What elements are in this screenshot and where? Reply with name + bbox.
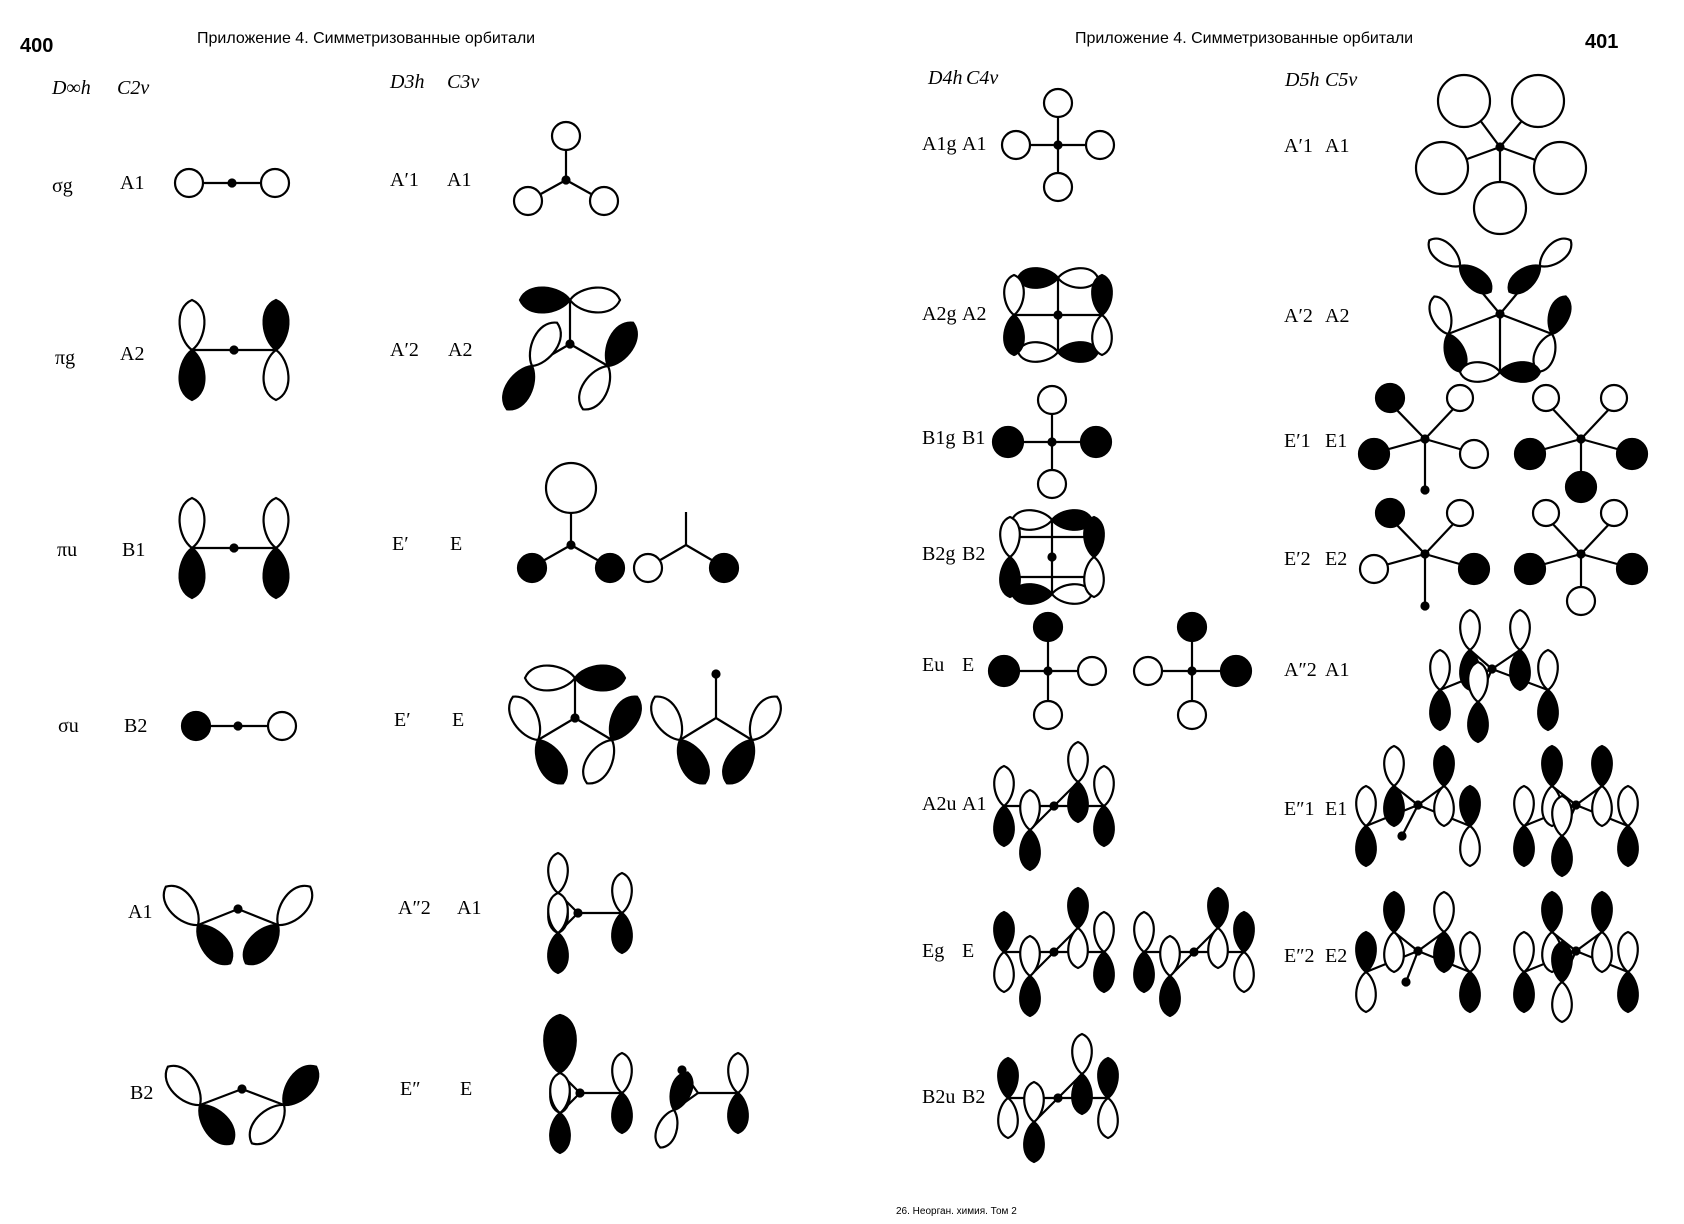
diagram-d5h-a1p bbox=[1414, 73, 1588, 236]
label-d3h-3: E′ bbox=[392, 533, 409, 555]
label-d4h-3: B1g bbox=[922, 427, 956, 449]
label-dinfh-2: πg bbox=[55, 347, 76, 369]
group-c4v: C4v bbox=[966, 67, 999, 89]
page-number-right: 401 bbox=[1585, 31, 1619, 53]
diagram-d3h-epp bbox=[543, 1013, 749, 1155]
diagram-d5h-e2p bbox=[1358, 497, 1649, 617]
diagram-d5h-e1pp bbox=[1355, 744, 1639, 878]
label-c5v-7: E2 bbox=[1325, 945, 1348, 967]
label-d4h-4: B2g bbox=[922, 543, 956, 565]
label-c2v-3: B1 bbox=[122, 539, 146, 561]
label-d5h-2: A′2 bbox=[1284, 305, 1313, 327]
diagram-pi-g bbox=[178, 298, 290, 402]
label-c4v-3: B1 bbox=[962, 427, 986, 449]
diagram-d4h-eg bbox=[993, 886, 1255, 1018]
page-footer: 26. Неорган. химия. Том 2 bbox=[896, 1206, 1017, 1217]
diagram-d4h-a2u bbox=[993, 740, 1115, 872]
label-c2v-6: B2 bbox=[130, 1082, 154, 1104]
running-header-left: Приложение 4. Симметризованные орбитали bbox=[197, 30, 536, 47]
diagram-d4h-a2g bbox=[1003, 267, 1113, 363]
label-c2v-2: A2 bbox=[120, 343, 145, 365]
label-dinfh-1: σg bbox=[52, 175, 73, 197]
label-d4h-6: A2u bbox=[922, 793, 957, 815]
label-c3v-6: E bbox=[460, 1078, 473, 1100]
group-c2v: C2v bbox=[117, 77, 150, 99]
label-d3h-1: A′1 bbox=[390, 169, 419, 191]
label-d3h-6: E″ bbox=[400, 1078, 421, 1100]
label-c4v-4: B2 bbox=[962, 543, 986, 565]
label-d4h-7: Eg bbox=[922, 940, 945, 962]
diagram-pi-u bbox=[178, 496, 290, 600]
group-c3v: C3v bbox=[447, 71, 480, 93]
group-d3h: D3h bbox=[390, 71, 425, 93]
label-d5h-6: E″1 bbox=[1284, 798, 1315, 820]
label-d5h-3: E′1 bbox=[1284, 430, 1311, 452]
diagram-d4h-b2g bbox=[999, 509, 1105, 605]
label-d5h-7: E″2 bbox=[1284, 945, 1315, 967]
diagram-d4h-eu bbox=[987, 611, 1253, 731]
group-d4h: D4h bbox=[928, 67, 963, 89]
label-c5v-6: E1 bbox=[1325, 798, 1348, 820]
label-c5v-4: E2 bbox=[1325, 548, 1348, 570]
label-dinfh-3: πu bbox=[57, 539, 78, 561]
label-c3v-5: A1 bbox=[457, 897, 482, 919]
label-d3h-2: A′2 bbox=[390, 339, 419, 361]
diagram-d4h-a1g bbox=[1000, 87, 1116, 203]
running-header-right: Приложение 4. Симметризованные орбитали bbox=[1075, 30, 1414, 47]
label-c5v-2: A2 bbox=[1325, 305, 1350, 327]
label-c4v-1: A1 bbox=[962, 133, 987, 155]
label-d5h-1: A′1 bbox=[1284, 135, 1313, 157]
label-c4v-7: E bbox=[962, 940, 975, 962]
label-c3v-2: A2 bbox=[448, 339, 473, 361]
label-c4v-2: A2 bbox=[962, 303, 987, 325]
label-c5v-1: A1 bbox=[1325, 135, 1350, 157]
label-c5v-5: A1 bbox=[1325, 659, 1350, 681]
label-c2v-5: A1 bbox=[128, 901, 153, 923]
diagram-sigma-g bbox=[173, 167, 291, 199]
label-c4v-8: B2 bbox=[962, 1086, 986, 1108]
label-d3h-5: A″2 bbox=[398, 897, 431, 919]
diagram-d5h-a2pp bbox=[1429, 608, 1559, 744]
diagram-d5h-a2p bbox=[1421, 231, 1579, 383]
label-d4h-8: B2u bbox=[922, 1086, 956, 1108]
group-c5v: C5v bbox=[1325, 69, 1358, 91]
label-dinfh-4: σu bbox=[58, 715, 79, 737]
diagram-d3h-ep-p bbox=[501, 664, 789, 791]
group-dinfh: D∞h bbox=[52, 77, 91, 99]
diagram-d3h-a2p bbox=[495, 286, 645, 417]
page-number-left: 400 bbox=[20, 35, 54, 57]
label-c4v-6: A1 bbox=[962, 793, 987, 815]
label-d4h-1: A1g bbox=[922, 133, 957, 155]
diagram-bent-a1 bbox=[155, 877, 321, 973]
diagram-bent-b2 bbox=[157, 1057, 327, 1153]
diagram-d3h-ep-s bbox=[516, 461, 740, 584]
label-d3h-4: E′ bbox=[394, 709, 411, 731]
label-c3v-3: E bbox=[450, 533, 463, 555]
diagram-sigma-u bbox=[180, 710, 298, 742]
diagram-d5h-e1p bbox=[1357, 382, 1649, 504]
diagram-d4h-b1g bbox=[991, 384, 1113, 500]
label-d5h-5: A″2 bbox=[1284, 659, 1317, 681]
label-c3v-4: E bbox=[452, 709, 465, 731]
label-c5v-3: E1 bbox=[1325, 430, 1348, 452]
label-c3v-1: A1 bbox=[447, 169, 472, 191]
label-d4h-2: A2g bbox=[922, 303, 957, 325]
label-c4v-5: E bbox=[962, 654, 975, 676]
label-c2v-1: A1 bbox=[120, 172, 145, 194]
diagram-d3h-a1p bbox=[512, 120, 620, 217]
diagram-d5h-e2pp bbox=[1355, 890, 1639, 1024]
diagram-d3h-a2pp bbox=[547, 851, 633, 975]
group-d5h: D5h bbox=[1285, 69, 1320, 91]
label-d4h-5: Eu bbox=[922, 654, 945, 676]
label-d5h-4: E′2 bbox=[1284, 548, 1311, 570]
label-c2v-4: B2 bbox=[124, 715, 148, 737]
diagram-d4h-b2u bbox=[997, 1032, 1119, 1164]
